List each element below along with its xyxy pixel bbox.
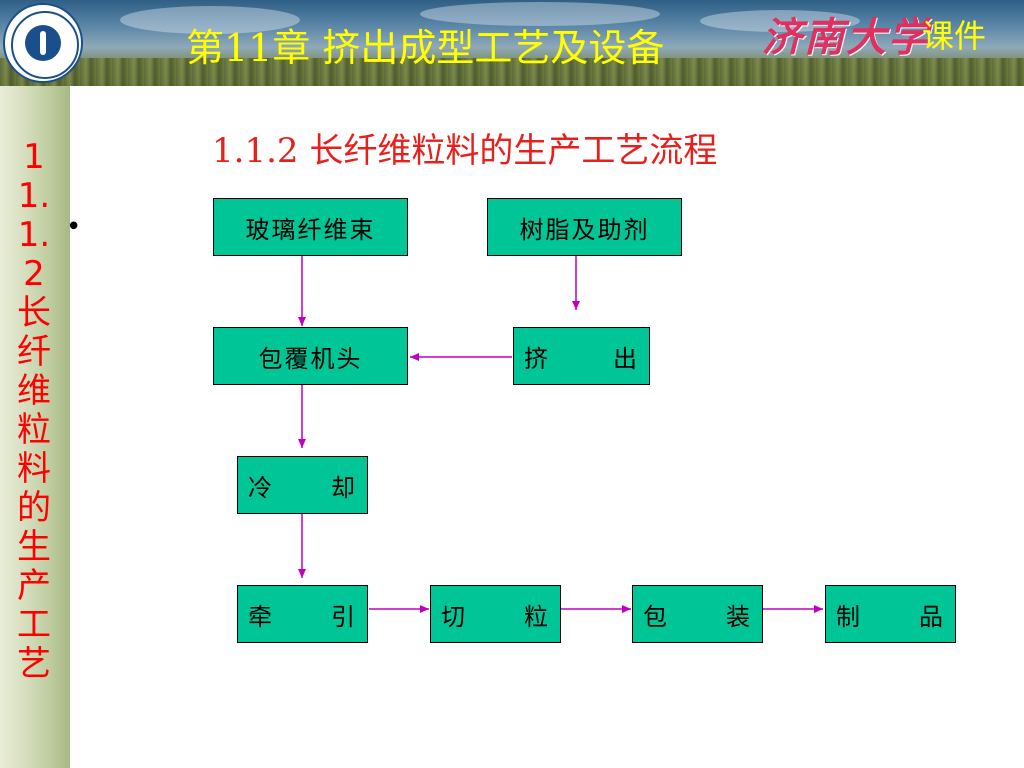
box-extrusion: 挤 出: [513, 327, 650, 385]
box-product: 制 品: [825, 585, 956, 643]
box-traction: 牵 引: [237, 585, 368, 643]
banner-cloud: [420, 2, 660, 26]
box-pelletizing-char-2: 粒: [524, 602, 550, 631]
slide-heading: 1.1.2 长纤维粒料的生产工艺流程: [212, 131, 718, 171]
logo-ring: [11, 11, 79, 79]
courseware-label: 课件: [922, 17, 987, 55]
logo-core: [25, 25, 61, 61]
box-traction-char-2: 引: [331, 602, 357, 631]
box-packaging-char-1: 包: [643, 602, 669, 631]
box-cooling-char-2: 却: [331, 473, 357, 502]
box-pelletizing-char-1: 切: [441, 602, 467, 631]
university-logo-icon: [3, 3, 83, 83]
university-name: 济南大学: [762, 14, 930, 61]
box-cooling: 冷 却: [237, 456, 368, 514]
banner-landscape: [0, 58, 1024, 86]
box-extrusion-char-1: 挤: [524, 344, 550, 373]
box-coating-head: 包覆机头: [213, 327, 408, 385]
box-extrusion-char-2: 出: [613, 344, 639, 373]
box-traction-char-1: 牵: [248, 602, 274, 631]
banner-cloud: [120, 6, 300, 34]
box-cooling-char-1: 冷: [248, 473, 274, 502]
section-label-vertical: 11.1.2 长纤维粒料的生产工艺: [17, 137, 51, 684]
chapter-title: 第11章 挤出成型工艺及设备: [186, 26, 665, 70]
header-banner: 第11章 挤出成型工艺及设备 济南大学 课件: [0, 0, 1024, 86]
banner-cloud: [700, 10, 860, 32]
box-resin-additive: 树脂及助剂: [487, 198, 682, 256]
bullet-point: •: [66, 212, 82, 242]
box-fiber-bundle: 玻璃纤维束: [213, 198, 408, 256]
sidebar: [0, 86, 70, 768]
box-pelletizing: 切 粒: [430, 585, 561, 643]
box-product-char-2: 品: [919, 602, 945, 631]
box-packaging: 包 装: [632, 585, 763, 643]
box-packaging-char-2: 装: [726, 602, 752, 631]
box-product-char-1: 制: [836, 602, 862, 631]
